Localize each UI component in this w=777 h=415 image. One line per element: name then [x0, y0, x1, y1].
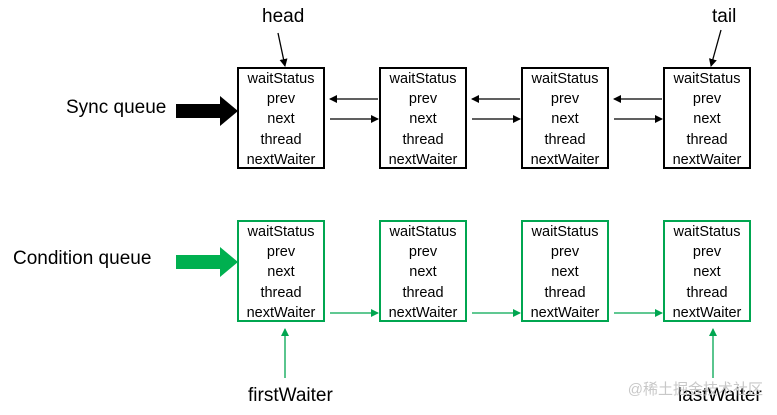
node-field-prev: prev: [692, 91, 722, 108]
node-field-next-waiter: nextWaiter: [530, 304, 600, 321]
node-field-prev: prev: [692, 244, 722, 261]
sync-queue-entry-arrow: [176, 96, 238, 126]
condition-node-2: waitStatus prev next thread nextWaiter: [379, 220, 467, 322]
node-field-prev: prev: [266, 91, 296, 108]
node-field-next-waiter: nextWaiter: [388, 304, 458, 321]
node-field-wait-status: waitStatus: [247, 224, 315, 240]
condition-node-1: waitStatus prev next thread nextWaiter: [237, 220, 325, 322]
sync-node-2: waitStatus prev next thread nextWaiter: [379, 67, 467, 169]
node-field-prev: prev: [266, 244, 296, 261]
sync-queue-label: Sync queue: [66, 97, 167, 118]
condition-queue-label: Condition queue: [13, 248, 152, 269]
node-field-next: next: [409, 111, 437, 128]
node-field-wait-status: waitStatus: [389, 71, 457, 87]
node-field-thread: thread: [402, 284, 444, 301]
last-waiter-label: lastWaiter: [678, 385, 762, 406]
sync-node-1: waitStatus prev next thread nextWaiter: [237, 67, 325, 169]
node-field-thread: thread: [686, 284, 728, 301]
node-field-prev: prev: [408, 91, 438, 108]
node-field-thread: thread: [544, 131, 586, 148]
node-field-next: next: [267, 264, 295, 281]
node-field-next: next: [409, 264, 437, 281]
node-field-next-waiter: nextWaiter: [530, 151, 600, 168]
node-field-next: next: [267, 111, 295, 128]
node-field-next-waiter: nextWaiter: [672, 151, 742, 168]
node-field-next-waiter: nextWaiter: [388, 151, 458, 168]
node-field-next: next: [693, 264, 721, 281]
node-field-next-waiter: nextWaiter: [672, 304, 742, 321]
node-field-next-waiter: nextWaiter: [246, 151, 316, 168]
tail-label: tail: [712, 6, 737, 27]
head-pointer-arrow: [277, 32, 288, 67]
node-field-next: next: [551, 264, 579, 281]
node-field-wait-status: waitStatus: [531, 224, 599, 240]
node-field-wait-status: waitStatus: [247, 71, 315, 87]
condition-node-3: waitStatus prev next thread nextWaiter: [521, 220, 609, 322]
sync-node-4: waitStatus prev next thread nextWaiter: [663, 67, 751, 169]
node-field-next: next: [693, 111, 721, 128]
node-field-wait-status: waitStatus: [673, 71, 741, 87]
first-waiter-label: firstWaiter: [248, 385, 333, 406]
node-field-thread: thread: [544, 284, 586, 301]
node-field-next: next: [551, 111, 579, 128]
node-field-thread: thread: [686, 131, 728, 148]
node-field-thread: thread: [260, 131, 302, 148]
watermark: @稀土掘金技术社区: [627, 381, 763, 398]
node-field-thread: thread: [260, 284, 302, 301]
node-field-wait-status: waitStatus: [389, 224, 457, 240]
condition-node-4: waitStatus prev next thread nextWaiter: [663, 220, 751, 322]
head-label: head: [262, 6, 305, 27]
node-field-prev: prev: [550, 244, 580, 261]
node-field-wait-status: waitStatus: [531, 71, 599, 87]
node-field-prev: prev: [408, 244, 438, 261]
sync-node-3: waitStatus prev next thread nextWaiter: [521, 67, 609, 169]
node-field-prev: prev: [550, 91, 580, 108]
node-field-wait-status: waitStatus: [673, 224, 741, 240]
tail-pointer-arrow: [709, 29, 722, 67]
node-field-next-waiter: nextWaiter: [246, 304, 316, 321]
node-field-thread: thread: [402, 131, 444, 148]
condition-queue-entry-arrow: [176, 247, 238, 277]
